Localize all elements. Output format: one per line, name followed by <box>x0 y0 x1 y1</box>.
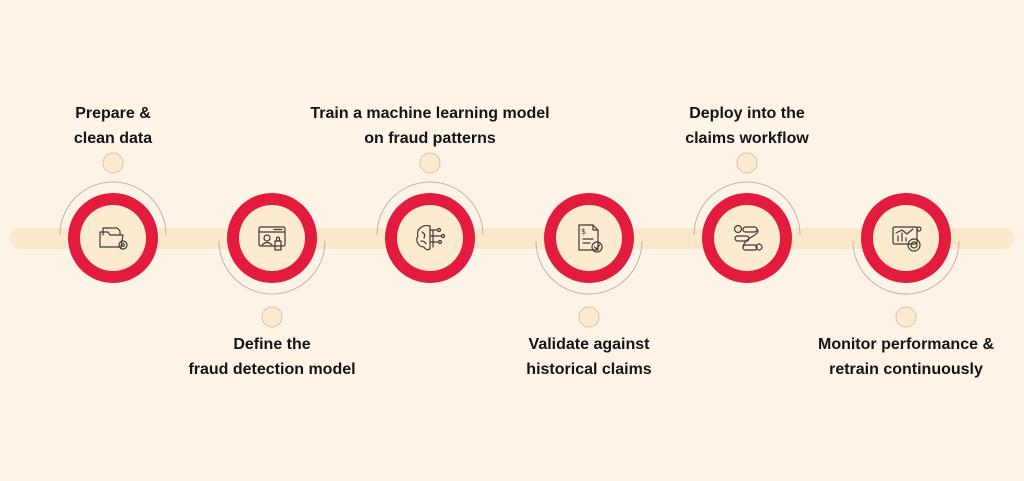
step-label-line: historical claims <box>526 361 652 378</box>
step-label-prepare: Prepare & clean data <box>0 101 253 151</box>
step-ring-inner <box>80 205 146 271</box>
step-validate: $ <box>535 193 643 328</box>
icon-part <box>591 241 603 253</box>
icon-part <box>121 243 125 247</box>
step-label-line: Monitor performance & <box>817 336 994 353</box>
step-label-line: on fraud patterns <box>364 130 496 147</box>
connector-arc <box>852 240 960 295</box>
icon-part <box>261 241 273 246</box>
icon-part <box>440 233 446 239</box>
connector-arc <box>59 181 167 236</box>
icon-part <box>742 228 759 249</box>
icon-part <box>593 244 601 250</box>
connector-arc <box>535 240 643 295</box>
connector-dot <box>578 306 600 328</box>
step-label-line: Define the <box>233 336 311 353</box>
connector-dot <box>102 152 124 174</box>
step-label-line: Validate against <box>528 336 650 353</box>
step-label-line: Deploy into the <box>689 105 805 122</box>
icon-part <box>436 227 442 233</box>
icon-part <box>420 231 427 245</box>
connector-dot <box>895 306 917 328</box>
workflow-icon <box>733 224 763 251</box>
step-prepare <box>59 152 167 283</box>
step-train <box>376 152 484 283</box>
brain-circuit-icon <box>416 225 446 251</box>
icon-part <box>437 239 443 245</box>
icon-part <box>99 231 124 248</box>
step-label-line: Prepare & <box>75 105 151 122</box>
step-label-define: Define the fraud detection model <box>132 332 412 382</box>
icon-part <box>263 234 271 242</box>
step-label-line: clean data <box>73 130 153 147</box>
step-ring-inner <box>556 205 622 271</box>
connector-dot <box>261 306 283 328</box>
step-label-train: Train a machine learning model on fraud … <box>290 101 570 151</box>
invoice-check-icon: $ <box>578 224 603 253</box>
connector-arc <box>218 240 326 295</box>
icon-part <box>916 226 922 232</box>
icon-part: $ <box>581 227 586 236</box>
icon-part <box>907 238 921 252</box>
icon-part <box>755 243 763 251</box>
icon-part <box>416 225 431 251</box>
step-label-line: Train a machine learning model <box>310 105 550 122</box>
icon-part <box>892 226 918 245</box>
step-define <box>218 193 326 328</box>
folder-gear-icon <box>99 227 128 250</box>
icon-part <box>258 226 286 247</box>
icon-part <box>102 227 121 236</box>
icon-part <box>578 224 599 251</box>
browser-lock-icon <box>258 226 286 251</box>
icon-part <box>895 228 914 235</box>
icon-part <box>733 224 743 234</box>
icon-part <box>275 236 281 242</box>
analytics-monitor-icon <box>892 226 922 252</box>
connector-arc <box>376 181 484 236</box>
step-ring-inner <box>714 205 780 271</box>
step-label-validate: Validate against historical claims <box>449 332 729 382</box>
icon-part <box>910 241 918 249</box>
step-monitor <box>852 193 960 328</box>
icon-part <box>592 224 599 231</box>
step-label-line: claims workflow <box>685 130 809 147</box>
step-deploy <box>693 152 801 283</box>
step-label-monitor: Monitor performance & retrain continuous… <box>766 332 1024 382</box>
step-label-deploy: Deploy into the claims workflow <box>607 101 887 151</box>
step-label-line: fraud detection model <box>188 361 356 378</box>
connector-dot <box>419 152 441 174</box>
connector-dot <box>736 152 758 174</box>
icon-part <box>118 240 128 250</box>
connector-arc <box>693 181 801 236</box>
step-label-line: retrain continuously <box>829 361 983 378</box>
step-ring-inner <box>239 205 305 271</box>
